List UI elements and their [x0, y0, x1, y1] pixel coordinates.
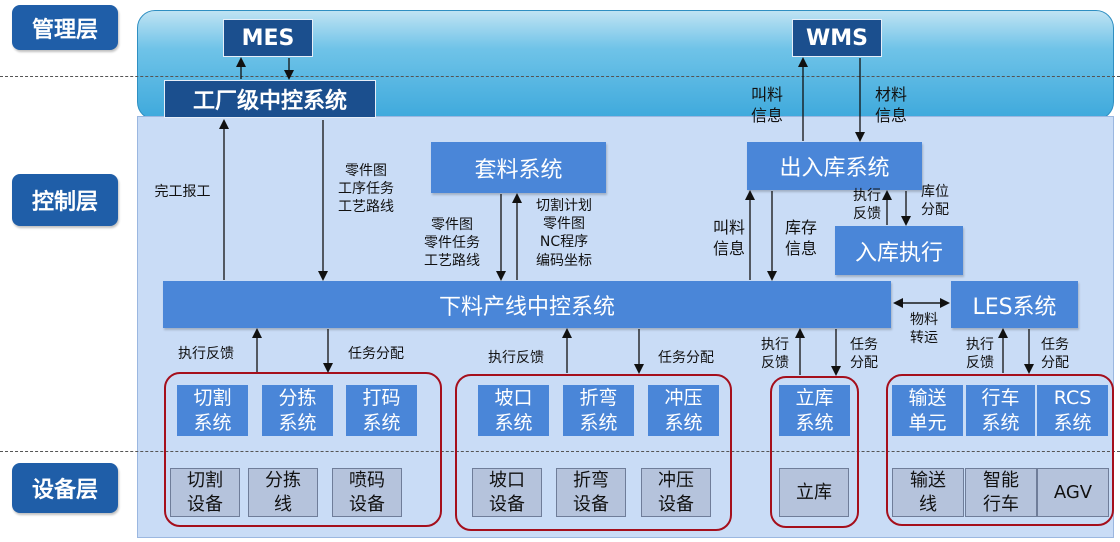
- exec-feedback-label-b: 执行反馈: [488, 350, 544, 366]
- mes-box: MES: [223, 19, 313, 57]
- conveyor-unit-box: 输送 单元: [892, 385, 963, 436]
- layer-divider-bottom: [0, 451, 1120, 452]
- material-transport-label: 物料 转运: [910, 312, 938, 347]
- task-assign-label-d: 任务 分配: [1041, 337, 1069, 372]
- kitting-system-box: 套料系统: [431, 142, 606, 193]
- logistics-group: [886, 374, 1114, 526]
- bevel-device-box: 坡口 设备: [472, 468, 542, 517]
- cutting-group: [164, 372, 442, 527]
- task-assign-label-c: 任务 分配: [850, 337, 878, 372]
- bevel-system-box: 坡口 系统: [478, 385, 549, 436]
- stacker-group: [770, 376, 859, 528]
- crane-system-box: 行车 系统: [966, 385, 1035, 436]
- call-material-label-2: 叫料 信息: [712, 218, 745, 258]
- stamping-device-box: 冲压 设备: [641, 468, 711, 517]
- device-layer-tag: 设备层: [12, 463, 118, 513]
- task-assign-label-b: 任务分配: [658, 350, 714, 366]
- location-assign-label: 库位 分配: [921, 184, 949, 219]
- cutting-system-box: 切割 系统: [177, 385, 248, 436]
- layer-divider-top: [0, 76, 1120, 77]
- call-material-label-1: 叫料 信息: [750, 85, 783, 125]
- parts-task-route-label: 零件图 工序任务 工艺路线: [338, 163, 394, 216]
- management-layer-tag: 管理层: [12, 5, 118, 50]
- exec-feedback-label-d: 执行 反馈: [966, 337, 994, 372]
- bending-device-box: 折弯 设备: [556, 468, 626, 517]
- cutting-device-box: 切割 设备: [170, 468, 240, 517]
- sorting-line-box: 分拣 线: [248, 468, 318, 517]
- line-control-box: 下料产线中控系统: [163, 281, 891, 328]
- task-assign-label-a: 任务分配: [348, 346, 404, 362]
- material-info-label: 材料 信息: [874, 85, 907, 125]
- agv-box: AGV: [1037, 468, 1109, 517]
- smart-crane-box: 智能 行车: [965, 468, 1037, 517]
- stacker-system-box: 立库 系统: [779, 385, 850, 436]
- stamping-system-box: 冲压 系统: [648, 385, 719, 436]
- marking-system-box: 打码 系统: [346, 385, 417, 436]
- stacker-device-box: 立库: [779, 468, 849, 517]
- done-report-label: 完工报工: [154, 184, 211, 200]
- sorting-system-box: 分拣 系统: [262, 385, 333, 436]
- warehouse-io-box: 出入库系统: [747, 142, 922, 190]
- exec-feedback-label-a: 执行反馈: [178, 346, 234, 362]
- control-layer-tag: 控制层: [12, 174, 118, 226]
- parts-task-route-label-2: 零件图 零件任务 工艺路线: [424, 217, 480, 270]
- rcs-system-box: RCS 系统: [1037, 385, 1108, 436]
- bending-system-box: 折弯 系统: [563, 385, 634, 436]
- les-system-box: LES系统: [951, 281, 1078, 328]
- forming-group: [455, 374, 732, 531]
- factory-control-box: 工厂级中控系统: [164, 80, 376, 118]
- conveyor-line-box: 输送 线: [892, 468, 964, 517]
- cutting-plan-label: 切割计划 零件图 NC程序 编码坐标: [536, 198, 592, 269]
- wms-box: WMS: [792, 19, 882, 57]
- stock-info-label: 库存 信息: [784, 218, 817, 258]
- exec-feedback-label-c: 执行 反馈: [761, 337, 789, 372]
- spray-device-box: 喷码 设备: [332, 468, 402, 517]
- exec-feedback-label-1: 执行 反馈: [853, 188, 881, 223]
- inbound-exec-box: 入库执行: [835, 226, 963, 275]
